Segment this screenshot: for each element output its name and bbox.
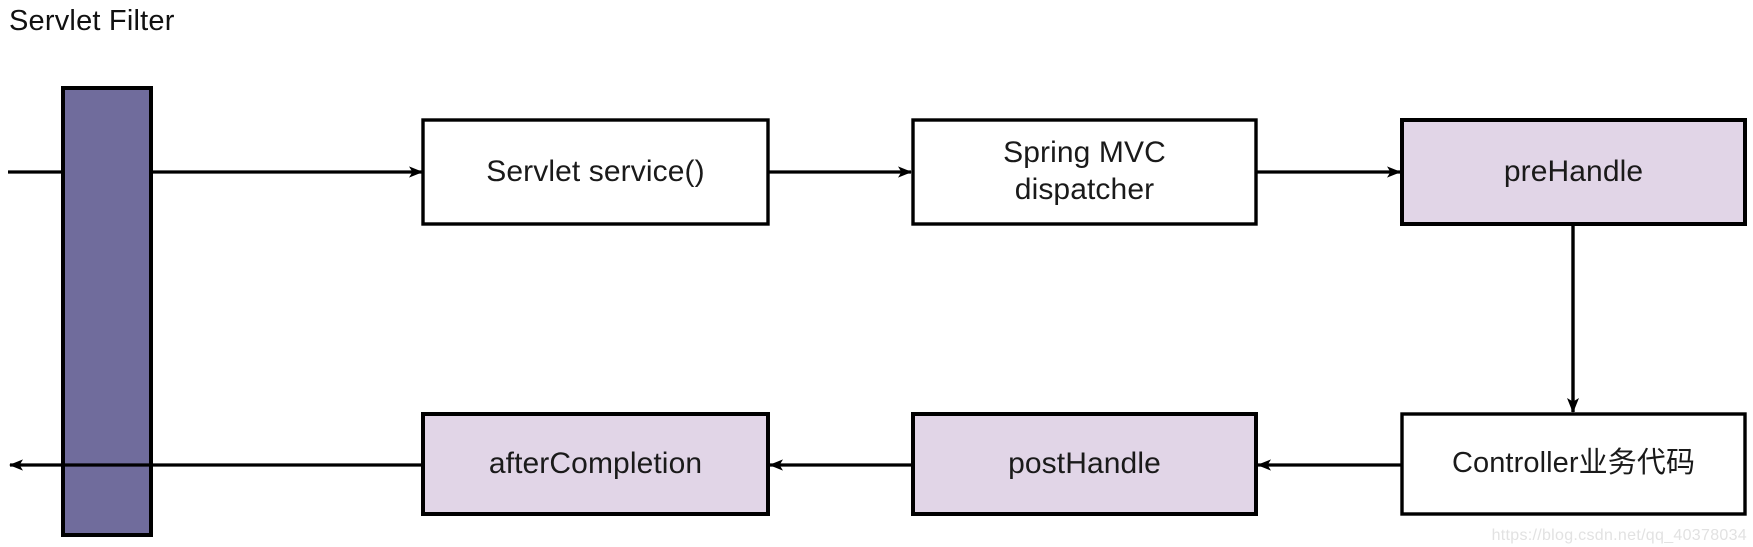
node-controller-business-code[interactable]	[1400, 412, 1747, 516]
node-spring-mvc-dispatcher[interactable]	[911, 118, 1258, 226]
servlet-filter-bar[interactable]	[61, 86, 153, 537]
node-post-handle[interactable]	[911, 412, 1258, 516]
node-pre-handle[interactable]	[1400, 118, 1747, 226]
page-title: Servlet Filter	[9, 5, 175, 37]
source-watermark: https://blog.csdn.net/qq_40378034	[1491, 527, 1747, 544]
node-after-completion[interactable]	[421, 412, 770, 516]
node-servlet-service[interactable]	[421, 118, 770, 226]
